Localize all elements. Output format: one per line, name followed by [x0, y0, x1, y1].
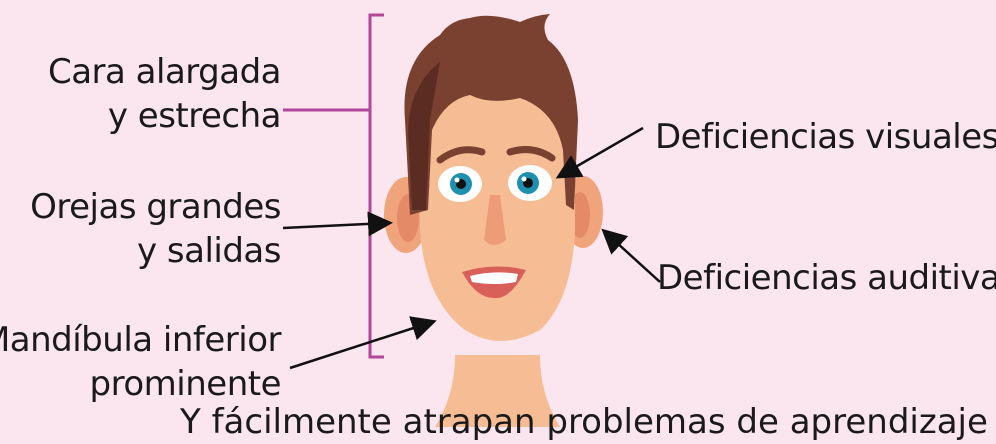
bracket [370, 15, 384, 357]
label-face-line2: y estrecha [48, 94, 281, 138]
label-auditory: Deficiencias auditivas [657, 256, 996, 300]
label-jaw-line1: Mandíbula inferior [0, 318, 281, 362]
label-ears: Orejas grandes y salidas [30, 185, 281, 273]
label-visual: Deficiencias visuales [655, 115, 996, 159]
label-face-line1: Cara alargada [48, 50, 281, 94]
ears-arrow [283, 223, 388, 228]
label-ears-line2: y salidas [30, 229, 281, 273]
auditory-arrow [605, 232, 660, 282]
jaw-arrow [290, 322, 432, 368]
label-face: Cara alargada y estrecha [48, 50, 281, 138]
label-jaw: Mandíbula inferior prominente [0, 318, 281, 406]
bottom-caption: Y fácilmente atrapan problemas de aprend… [180, 400, 988, 444]
label-ears-line1: Orejas grandes [30, 185, 281, 229]
left-eye-glint [455, 178, 460, 183]
right-eye-glint [522, 177, 527, 182]
